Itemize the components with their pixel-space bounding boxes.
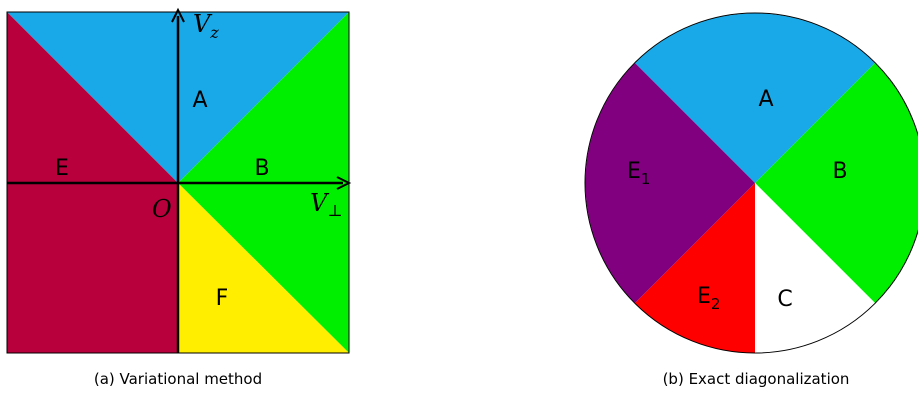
sector-c-label: C bbox=[777, 287, 792, 312]
horizontal-axis-arrowhead bbox=[336, 176, 352, 190]
origin-label: O bbox=[152, 195, 172, 223]
sector-e1-label: E1 bbox=[627, 159, 650, 188]
sector-e2-area bbox=[635, 183, 755, 353]
vertical-axis-arrowhead bbox=[171, 7, 185, 23]
region-b-label: B bbox=[254, 156, 269, 181]
caption-panel-b: (b) Exact diagonalization bbox=[662, 370, 850, 388]
sector-e2-label: E2 bbox=[697, 284, 720, 313]
sector-b-label: B bbox=[832, 159, 847, 184]
panel-b: A B C E1 E2 bbox=[584, 12, 918, 354]
panel-a: A B E F Vz V⊥ O bbox=[6, 7, 352, 354]
sector-b-area bbox=[755, 63, 918, 303]
region-f-label: F bbox=[216, 286, 229, 311]
region-e-label: E bbox=[55, 156, 69, 181]
region-f-area bbox=[178, 183, 349, 353]
vertical-axis-label: Vz bbox=[193, 10, 219, 42]
sector-c-area bbox=[755, 183, 875, 353]
sector-e1-area bbox=[585, 63, 755, 303]
panel-b-border bbox=[584, 12, 918, 354]
region-a-label: A bbox=[192, 88, 207, 113]
horizontal-axis-label: V⊥ bbox=[310, 189, 342, 220]
sector-a-label: A bbox=[758, 87, 773, 112]
sector-a-area bbox=[635, 13, 875, 184]
caption-panel-a: (a) Variational method bbox=[93, 370, 263, 388]
